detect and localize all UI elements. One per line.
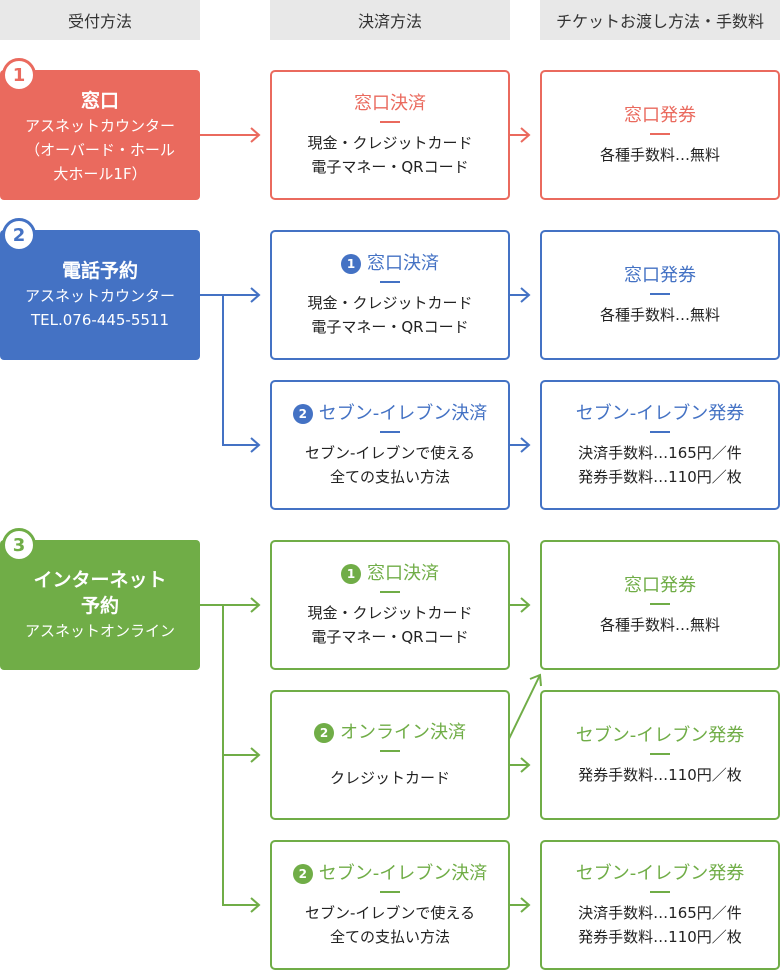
payment-box: 窓口決済 現金・クレジットカード 電子マネー・QRコード — [270, 70, 510, 200]
option-number-icon: 2 — [292, 404, 313, 424]
source-sub-line: アスネットオンライン — [24, 622, 175, 640]
delivery-title: セブン-イレブン発券 — [575, 863, 745, 884]
arrow-head — [250, 287, 261, 303]
header-delivery-method: チケットお渡し方法・手数料 — [540, 0, 780, 40]
source-title: 窓口 — [80, 90, 119, 112]
option-number-icon: 2 — [314, 723, 334, 743]
delivery-box: 窓口発券 各種手数料…無料 — [540, 70, 780, 200]
delivery-detail: 発券手数料…110円／枚 — [578, 928, 742, 946]
arrow-head — [520, 757, 531, 773]
delivery-title: 窓口発券 — [624, 265, 696, 286]
arrow-head — [520, 127, 531, 143]
divider — [650, 603, 670, 605]
payment-detail: セブン-イレブンで使える — [305, 444, 475, 462]
delivery-detail: 各種手数料…無料 — [599, 146, 720, 164]
divider — [380, 431, 400, 433]
arrow-head — [520, 437, 531, 453]
payment-title: オンライン決済 — [340, 722, 466, 743]
source-sub-line: アスネットカウンター — [24, 287, 175, 305]
arrow-head — [250, 597, 261, 613]
header-payment-method: 決済方法 — [270, 0, 510, 40]
source-sub-line: アスネットカウンター — [24, 117, 175, 135]
payment-detail: 現金・クレジットカード — [307, 294, 473, 312]
source-internet: インターネット 予約 アスネットオンライン — [0, 540, 200, 670]
source-phone: 電話予約 アスネットカウンター TEL.076-445-5511 — [0, 230, 200, 360]
delivery-detail: 各種手数料…無料 — [599, 306, 720, 324]
delivery-title: セブン-イレブン発券 — [575, 403, 745, 424]
payment-title: 窓口決済 — [367, 563, 439, 584]
delivery-box: セブン-イレブン発券 決済手数料…165円／件 発券手数料…110円／枚 — [540, 380, 780, 510]
step-number-badge: 2 — [2, 218, 36, 252]
payment-box: 1 窓口決済 現金・クレジットカード 電子マネー・QRコード — [270, 230, 510, 360]
divider — [650, 133, 670, 135]
source-counter: 窓口 アスネットカウンター （オーバード・ホール 大ホール1F） — [0, 70, 200, 200]
option-number-icon: 1 — [341, 254, 361, 274]
source-sub-line: TEL.076-445-5511 — [30, 311, 170, 329]
source-title: インターネット — [33, 569, 167, 591]
option-number-icon: 2 — [292, 864, 313, 884]
arrow-line — [222, 605, 259, 906]
payment-title: セブン-イレブン決済 — [318, 403, 488, 424]
arrow-line — [222, 295, 259, 446]
delivery-title: セブン-イレブン発券 — [575, 725, 745, 746]
arrow-head — [520, 897, 531, 913]
step-number-badge: 3 — [2, 528, 36, 562]
delivery-title: 窓口発券 — [624, 575, 696, 596]
divider — [380, 750, 400, 752]
payment-detail: 電子マネー・QRコード — [311, 318, 469, 336]
arrow-head — [529, 673, 542, 687]
payment-title: 窓口決済 — [354, 93, 426, 114]
option-number-icon: 1 — [341, 564, 361, 584]
delivery-box: 窓口発券 各種手数料…無料 — [540, 540, 780, 670]
payment-box: 1 窓口決済 現金・クレジットカード 電子マネー・QRコード — [270, 540, 510, 670]
payment-detail: セブン-イレブンで使える — [305, 904, 475, 922]
red-connectors — [200, 127, 531, 143]
arrow-head — [250, 437, 261, 453]
payment-detail: クレジットカード — [329, 769, 450, 787]
source-sub-line: （オーバード・ホール — [25, 141, 175, 159]
delivery-detail: 発券手数料…110円／枚 — [578, 766, 742, 784]
arrow-line — [505, 674, 541, 746]
divider — [650, 431, 670, 433]
payment-detail: 電子マネー・QRコード — [311, 158, 469, 176]
payment-title: セブン-イレブン決済 — [318, 863, 488, 884]
divider — [650, 753, 670, 755]
delivery-detail: 発券手数料…110円／枚 — [578, 468, 742, 486]
divider — [650, 293, 670, 295]
divider — [650, 891, 670, 893]
delivery-detail: 決済手数料…165円／件 — [578, 904, 742, 922]
arrow-head — [520, 287, 531, 303]
arrow-head — [250, 897, 261, 913]
delivery-title: 窓口発券 — [624, 105, 696, 126]
header-reception-method: 受付方法 — [0, 0, 200, 40]
delivery-detail: 各種手数料…無料 — [599, 616, 720, 634]
payment-detail: 全ての支払い方法 — [329, 468, 450, 486]
divider — [380, 121, 400, 123]
delivery-box: セブン-イレブン発券 決済手数料…165円／件 発券手数料…110円／枚 — [540, 840, 780, 970]
payment-detail: 全ての支払い方法 — [329, 928, 450, 946]
step-number-badge: 1 — [2, 58, 36, 92]
delivery-box: セブン-イレブン発券 発券手数料…110円／枚 — [540, 690, 780, 820]
blue-connectors — [200, 287, 531, 453]
divider — [380, 591, 400, 593]
delivery-detail: 決済手数料…165円／件 — [578, 444, 742, 462]
delivery-box: 窓口発券 各種手数料…無料 — [540, 230, 780, 360]
arrow-head — [250, 127, 261, 143]
arrow-head — [250, 747, 261, 763]
source-title: 予約 — [80, 595, 119, 617]
arrow-head — [520, 597, 531, 613]
payment-title: 窓口決済 — [367, 253, 439, 274]
payment-detail: 現金・クレジットカード — [307, 604, 473, 622]
source-sub-line: 大ホール1F） — [53, 165, 147, 183]
source-title: 電話予約 — [61, 260, 138, 282]
green-connectors — [200, 597, 542, 913]
payment-detail: 電子マネー・QRコード — [311, 628, 469, 646]
payment-detail: 現金・クレジットカード — [307, 134, 473, 152]
divider — [380, 891, 400, 893]
payment-box: 2 オンライン決済 クレジットカード — [270, 690, 510, 820]
divider — [380, 281, 400, 283]
